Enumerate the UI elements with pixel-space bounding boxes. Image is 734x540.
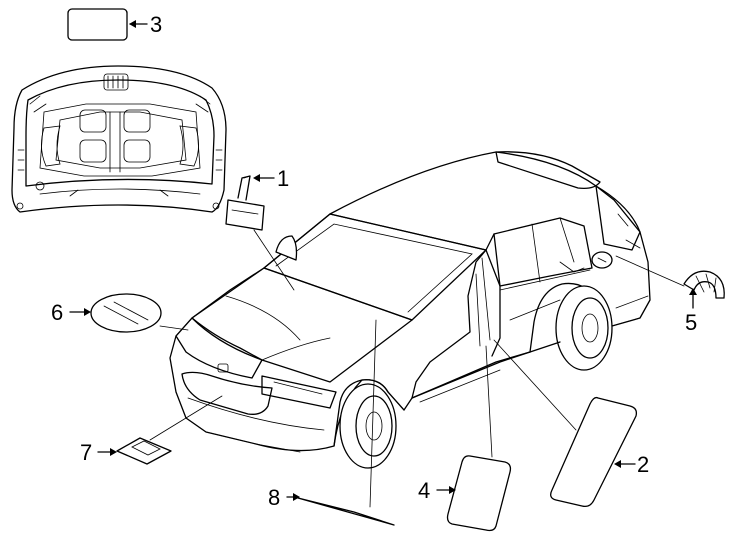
callout-8-number: 8 (268, 485, 280, 510)
leader-lines (149, 229, 685, 508)
callout-6: 6 (51, 300, 91, 325)
label-part-7 (116, 437, 172, 465)
callout-3: 3 (129, 12, 162, 37)
callout-6-number: 6 (51, 300, 63, 325)
label-part-3 (67, 8, 128, 41)
callout-1-number: 1 (277, 166, 289, 191)
vehicle-body (169, 151, 651, 469)
callout-5-number: 5 (685, 310, 697, 335)
callout-2-number: 2 (637, 452, 649, 477)
label-part-4 (446, 455, 512, 532)
hood-assembly (11, 65, 227, 213)
callout-1: 1 (253, 166, 289, 191)
callout-7: 7 (80, 440, 117, 465)
callout-2: 2 (614, 452, 649, 477)
label-part-6 (90, 293, 162, 333)
callout-4: 4 (418, 478, 456, 503)
label-part-8 (297, 497, 395, 526)
callout-8: 8 (268, 485, 300, 510)
label-part-1 (225, 175, 265, 231)
callout-7-number: 7 (80, 440, 92, 465)
label-part-5 (683, 270, 725, 299)
label-part-2 (550, 396, 638, 508)
callout-3-number: 3 (150, 12, 162, 37)
callout-4-number: 4 (418, 478, 430, 503)
callout-5: 5 (685, 288, 697, 335)
